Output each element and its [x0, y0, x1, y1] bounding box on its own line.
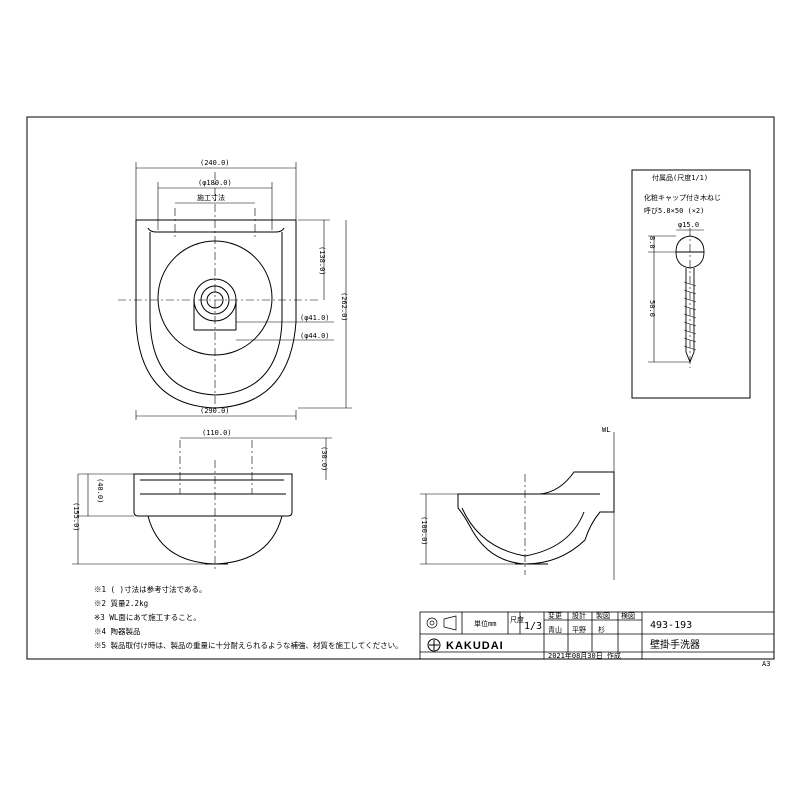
wl-label: WL	[602, 426, 610, 434]
value-drafting: 平野	[572, 626, 586, 634]
header-drafting: 製図	[596, 611, 610, 620]
date-label: 2021年08月30日 作成	[548, 651, 621, 660]
note-1: ※1 ( )寸法は参考寸法である。	[94, 584, 207, 594]
front-dimensions	[72, 437, 332, 565]
accessory-box	[631, 169, 751, 399]
note-3: ※3 WL面にあて施工すること。	[94, 612, 201, 622]
part-number: 493-193	[650, 620, 692, 631]
product-name: 壁掛手洗器	[650, 638, 700, 651]
dim-total-height: (155.0)	[72, 502, 80, 532]
dim-inner-top: (φ180.0)	[198, 179, 232, 187]
front-view	[133, 473, 293, 565]
kakudai-logo: KAKUDAI	[427, 638, 504, 652]
dim-screw-length: 50.0	[648, 300, 656, 317]
plan-centerlines	[118, 172, 320, 412]
dim-total-depth: (262.0)	[340, 292, 348, 322]
note-2: ※2 質量2.2kg	[94, 598, 148, 608]
accessory-title: 付属品(尺度1/1)	[652, 173, 708, 182]
title-block	[419, 611, 775, 660]
header-check: 検図	[621, 611, 635, 620]
scale-value: 1/3	[524, 621, 542, 632]
header-change: 変更	[548, 611, 562, 620]
screw-dimensions	[648, 229, 704, 363]
dim-drain-inner: (φ41.0)	[300, 314, 330, 322]
basin-inner-ledge	[147, 227, 285, 233]
dim-head-dia: φ15.0	[678, 221, 699, 229]
accessory-desc-2: 呼び5.8×50 (×2)	[644, 206, 704, 215]
basin-inner-outline	[149, 232, 283, 396]
projection-symbol	[426, 615, 457, 631]
side-profile	[457, 471, 615, 565]
dim-rim-height: (40.0)	[96, 478, 104, 503]
note-5: ※5 製品取付け時は、製品の重量に十分耐えられるような補強、材質を施工してくださ…	[94, 640, 403, 650]
header-design: 設計	[572, 611, 586, 620]
dim-back-height: (138.0)	[318, 246, 326, 276]
dim-outer-top: (240.0)	[200, 159, 230, 167]
dim-hole-offset: (30.0)	[320, 446, 328, 471]
dim-fixing-pitch: 施工寸法	[197, 193, 225, 202]
dim-head-height: 8.0	[648, 236, 656, 249]
sheet-size: A3	[762, 660, 770, 668]
dim-bottom-width: (290.0)	[200, 407, 230, 415]
brand-name: KAKUDAI	[446, 640, 504, 652]
value-check: 杉	[598, 625, 605, 634]
dim-side-height: (100.0)	[420, 516, 428, 546]
plan-dimensions	[135, 162, 352, 420]
front-rim	[133, 473, 293, 517]
note-4: ※4 陶器製品	[94, 626, 141, 636]
drawing-frame	[26, 116, 775, 660]
plan-view	[135, 219, 297, 409]
side-dimensions	[420, 432, 615, 580]
dim-drain-outer: (φ44.0)	[300, 332, 330, 340]
side-view	[457, 471, 615, 565]
accessory-desc-1: 化粧キャップ付き木ねじ	[644, 193, 721, 202]
dim-hole-pitch: (110.0)	[202, 429, 232, 437]
scale-label: 尺度	[510, 615, 524, 624]
value-design: 青山	[548, 625, 562, 634]
unit-label: 単位mm	[474, 619, 496, 628]
